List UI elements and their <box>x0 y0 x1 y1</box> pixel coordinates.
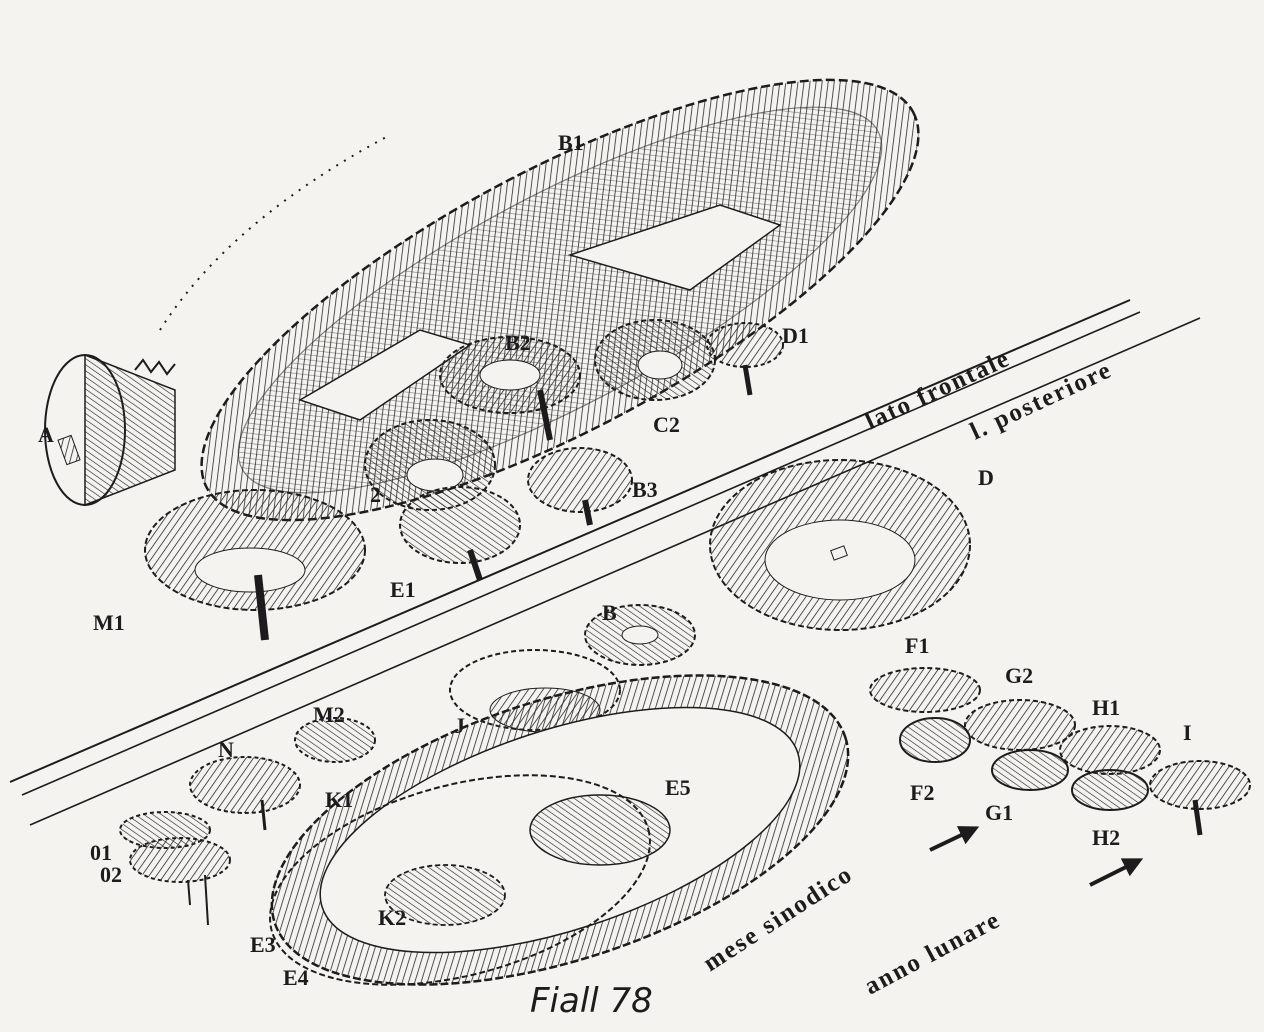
gear-c2 <box>594 319 716 401</box>
label-m1: M1 <box>93 610 125 635</box>
label-b: B <box>602 600 617 625</box>
gear-b2 <box>439 336 581 441</box>
label-g2: G2 <box>1005 663 1033 688</box>
caption-lunar-year: anno lunare <box>860 906 1005 1000</box>
label-o2: 02 <box>100 862 122 887</box>
label-k2: K2 <box>378 905 406 930</box>
label-h2: H2 <box>1092 825 1120 850</box>
gear-b <box>584 604 696 666</box>
label-n: N <box>218 737 234 762</box>
label-o1: 01 <box>90 840 112 865</box>
gear-e5-large <box>270 674 850 986</box>
label-k1: K1 <box>325 787 353 812</box>
label-a: A <box>38 422 54 447</box>
label-e2: 2 <box>370 482 381 507</box>
label-b3: B3 <box>632 477 658 502</box>
gear-e4 <box>269 774 651 986</box>
gear-k2 <box>384 864 506 926</box>
label-e3: E3 <box>250 932 276 957</box>
label-b1: B1 <box>558 130 584 155</box>
label-d1: D1 <box>782 323 809 348</box>
label-e4: E4 <box>283 965 309 990</box>
label-c2: C2 <box>653 412 680 437</box>
label-m2: M2 <box>313 702 345 727</box>
gear-f-series <box>869 667 1251 836</box>
divider-lines <box>9 299 1201 826</box>
label-b2: B2 <box>505 330 531 355</box>
label-i: I <box>1183 720 1192 745</box>
gear-e1 <box>399 486 521 581</box>
label-d: D <box>978 465 994 490</box>
gear-m1 <box>144 489 366 641</box>
signature: Fiall 78 <box>530 981 653 1021</box>
label-h1: H1 <box>1092 695 1120 720</box>
arrow-right-icon <box>1089 858 1144 887</box>
arrow-right-icon <box>929 826 980 852</box>
label-e5: E5 <box>665 775 691 800</box>
gear-d1 <box>706 322 784 396</box>
gear-b3 <box>527 447 633 526</box>
label-g1: G1 <box>985 800 1013 825</box>
label-e1: E1 <box>390 577 416 602</box>
label-f2: F2 <box>910 780 934 805</box>
gear-d <box>709 459 971 631</box>
label-f1: F1 <box>905 633 929 658</box>
gear-m2-n-o <box>119 717 376 926</box>
gear-a <box>44 353 176 507</box>
gear-b1 <box>200 78 920 522</box>
label-j: J <box>454 713 465 738</box>
